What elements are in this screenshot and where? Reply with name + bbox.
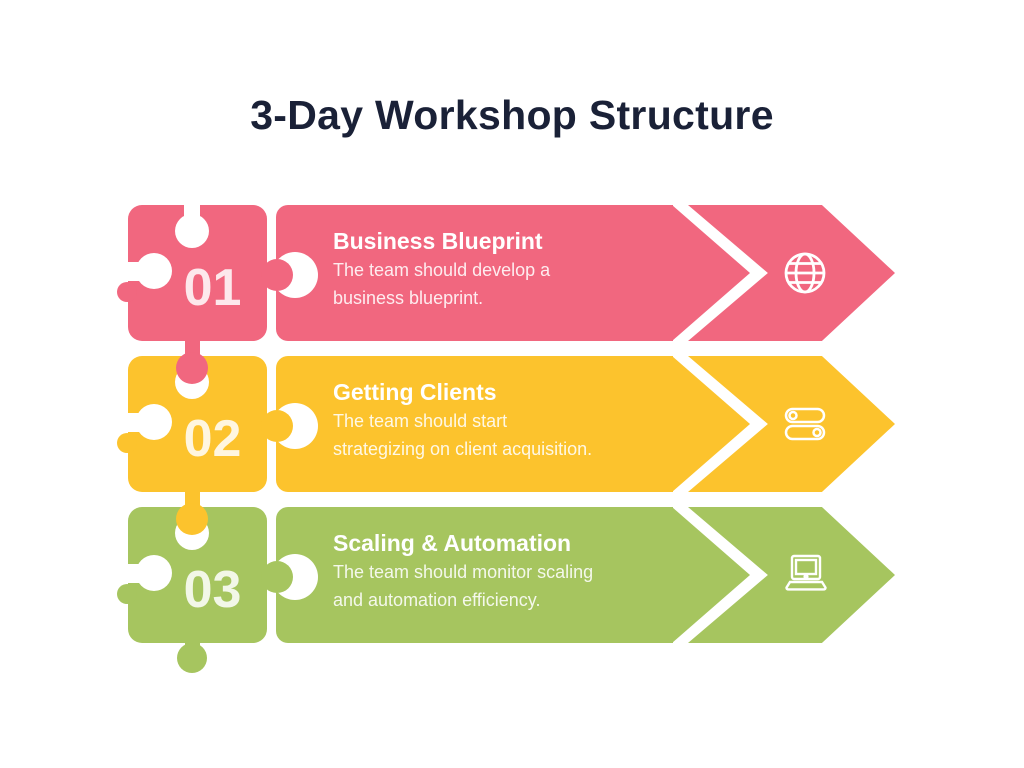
- globe-icon: [779, 247, 831, 299]
- step-texts: Business Blueprint The team should devel…: [333, 226, 663, 312]
- step-bar: [276, 205, 673, 341]
- puzzle-left-socket-lip: [117, 282, 137, 302]
- step-texts: Scaling & Automation The team should mon…: [333, 528, 663, 614]
- puzzle-connector-tab: [176, 352, 208, 384]
- puzzle-left-socket: [136, 253, 172, 289]
- step-number: 02: [183, 410, 242, 468]
- step-description-line: business blueprint.: [333, 288, 484, 308]
- step-number: 03: [183, 561, 242, 619]
- step-description-line: and automation efficiency.: [333, 590, 541, 610]
- step-number: 01: [183, 259, 242, 317]
- puzzle-right-tab: [261, 259, 293, 291]
- page-title: 3-Day Workshop Structure: [250, 92, 774, 138]
- workshop-day-3-row: 03 Scaling & Automation The team should …: [0, 489, 1024, 673]
- toggles-icon: [779, 398, 831, 450]
- puzzle-left-socket-lip: [117, 584, 137, 604]
- step-texts: Getting Clients The team should start st…: [333, 377, 663, 463]
- step-heading: Getting Clients: [333, 379, 497, 405]
- puzzle-left-socket-lip: [117, 433, 137, 453]
- step-heading: Business Blueprint: [333, 228, 543, 254]
- puzzle-left-socket: [136, 404, 172, 440]
- laptop-icon: [779, 549, 831, 601]
- puzzle-left-socket: [136, 555, 172, 591]
- puzzle-connector-tab: [176, 503, 208, 535]
- puzzle-right-tab: [261, 410, 293, 442]
- step-description-line: The team should start: [333, 411, 508, 431]
- puzzle-top-notch: [175, 214, 209, 248]
- workshop-day-2-row: 02 Getting Clients The team should start…: [0, 338, 1024, 492]
- step-description-line: The team should monitor scaling: [333, 562, 594, 582]
- step-bar: [276, 356, 673, 492]
- puzzle-right-tab: [261, 561, 293, 593]
- step-description-line: The team should develop a: [333, 260, 551, 280]
- step-description-line: strategizing on client acquisition.: [333, 439, 593, 459]
- step-heading: Scaling & Automation: [333, 530, 572, 556]
- puzzle-bottom-tab: [177, 643, 207, 673]
- workshop-day-1-row: 01 Business Blueprint The team should de…: [0, 204, 1024, 341]
- step-bar: [276, 507, 673, 643]
